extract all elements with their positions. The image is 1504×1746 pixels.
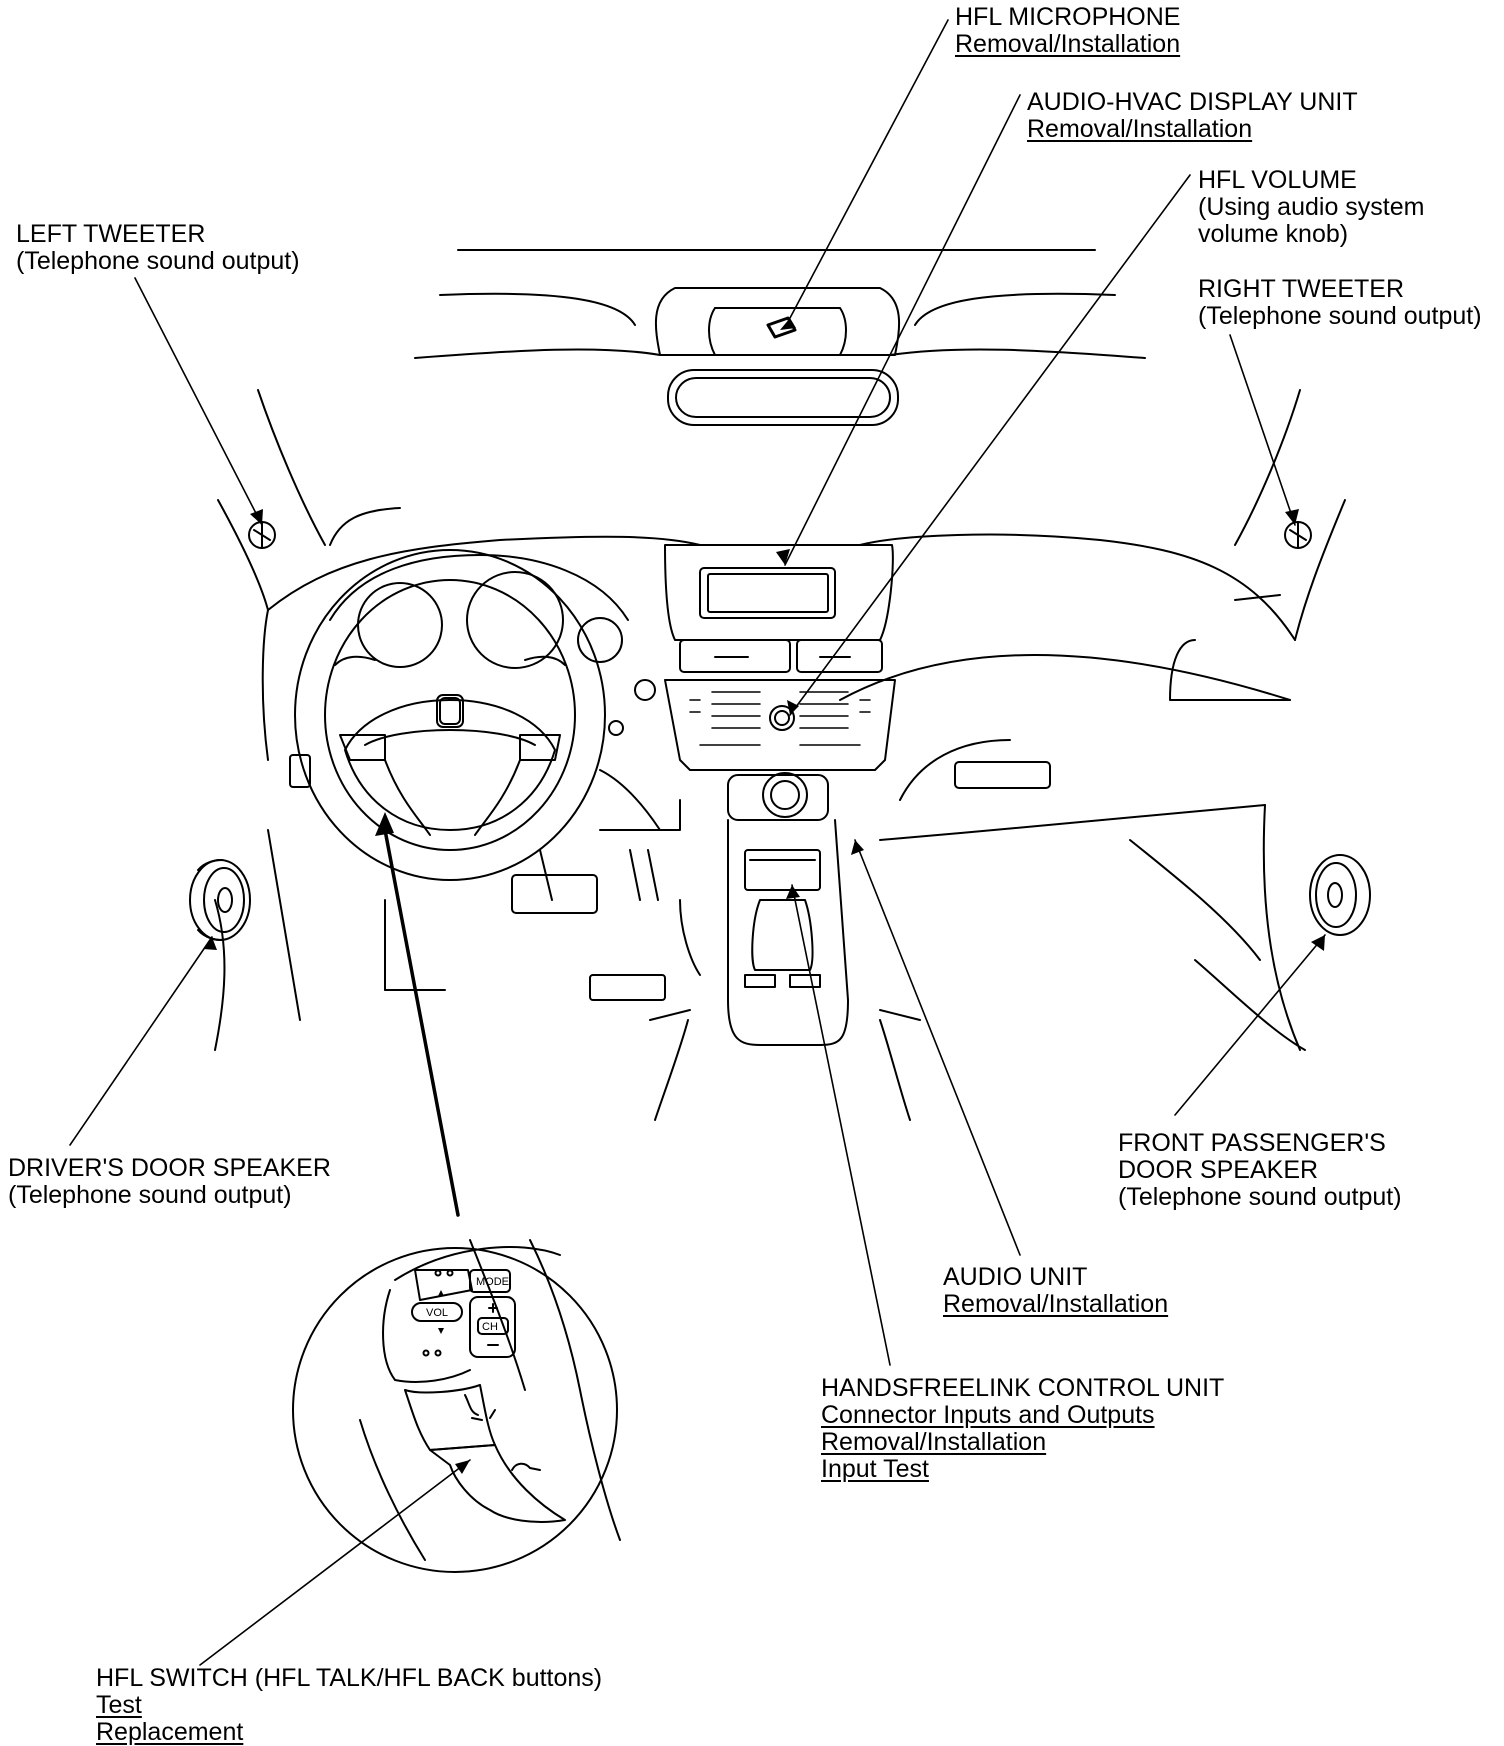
callout-handsfreelink-control-unit: HANDSFREELINK CONTROL UNIT Connector Inp… <box>821 1375 1224 1483</box>
audio-unit-name: AUDIO UNIT <box>943 1263 1088 1291</box>
hfl-microphone-removal-link[interactable]: Removal/Installation <box>955 30 1181 58</box>
handsfreelink-removal-link[interactable]: Removal/Installation <box>821 1428 1047 1456</box>
driver-dash <box>214 609 701 1051</box>
leader-audio-hvac <box>784 94 1021 566</box>
hfl-switch-name: HFL SWITCH (HFL TALK/HFL BACK buttons) <box>96 1664 603 1692</box>
handsfreelink-connector-link[interactable]: Connector Inputs and Outputs <box>821 1401 1155 1429</box>
mode-button-label: MODE <box>476 1276 509 1288</box>
leader-audio-unit <box>854 839 1021 1256</box>
leader-driver-door <box>69 936 213 1146</box>
leader-left-tweeter <box>134 277 263 526</box>
dashboard-top <box>267 507 1296 701</box>
leader-detail <box>383 828 460 1217</box>
front-passenger-door-speaker-note: (Telephone sound output) <box>1118 1183 1402 1211</box>
audio-unit-removal-link[interactable]: Removal/Installation <box>943 1290 1169 1318</box>
front-passenger-door-speaker-name-1: FRONT PASSENGER'S <box>1118 1129 1386 1157</box>
arrowheads <box>203 318 1325 1474</box>
callout-right-tweeter: RIGHT TWEETER (Telephone sound output) <box>1198 276 1482 330</box>
leader-hfl-microphone <box>789 19 949 319</box>
callout-front-passenger-door-speaker: FRONT PASSENGER'S DOOR SPEAKER (Telephon… <box>1118 1130 1402 1211</box>
hfl-volume-note-2: volume knob) <box>1198 220 1349 248</box>
drivers-door-speaker-name: DRIVER'S DOOR SPEAKER <box>8 1154 331 1182</box>
callout-left-tweeter: LEFT TWEETER (Telephone sound output) <box>16 221 300 275</box>
hfl-switch-test-link[interactable]: Test <box>96 1691 142 1719</box>
leader-right-tweeter <box>1229 334 1296 526</box>
leader-hfl-switch <box>199 1459 471 1666</box>
callout-hfl-switch: HFL SWITCH (HFL TALK/HFL BACK buttons) T… <box>96 1665 602 1746</box>
hfl-microphone-shape <box>766 316 797 339</box>
callout-audio-hvac-display: AUDIO-HVAC DISPLAY UNIT Removal/Installa… <box>1027 89 1358 143</box>
left-tweeter-name: LEFT TWEETER <box>16 220 206 248</box>
a-pillars <box>217 389 1346 641</box>
leader-passenger-door <box>1174 934 1326 1116</box>
center-console <box>649 819 921 1121</box>
leader-hfl-volume <box>789 174 1191 716</box>
rearview-mirror <box>654 287 901 426</box>
right-tweeter-name: RIGHT TWEETER <box>1198 275 1405 303</box>
handsfreelink-control-unit-name: HANDSFREELINK CONTROL UNIT <box>821 1374 1225 1402</box>
callout-hfl-volume: HFL VOLUME (Using audio system volume kn… <box>1198 167 1424 248</box>
ch-button-label: CH <box>482 1321 498 1333</box>
left-tweeter-shape <box>248 521 276 549</box>
audio-hvac-display-name: AUDIO-HVAC DISPLAY UNIT <box>1027 88 1358 116</box>
callout-audio-unit: AUDIO UNIT Removal/Installation <box>943 1264 1168 1318</box>
passenger-door-speaker-shape <box>1309 854 1371 936</box>
vol-button-label: VOL <box>426 1307 448 1319</box>
steering-wheel <box>294 549 606 881</box>
leader-lines <box>69 19 1326 1666</box>
right-tweeter-note: (Telephone sound output) <box>1198 302 1482 330</box>
hfl-switch-detail: MODE VOL CH <box>292 1239 621 1573</box>
leader-handsfree <box>791 884 891 1366</box>
hfl-switch-replacement-link[interactable]: Replacement <box>96 1718 244 1746</box>
driver-door-speaker-shape <box>189 859 251 941</box>
passenger-dash <box>839 654 1306 1051</box>
roof-lines <box>414 249 1146 359</box>
left-tweeter-note: (Telephone sound output) <box>16 247 300 275</box>
right-tweeter-shape <box>1284 521 1312 549</box>
front-passenger-door-speaker-name-2: DOOR SPEAKER <box>1118 1156 1319 1184</box>
audio-hvac-display-removal-link[interactable]: Removal/Installation <box>1027 115 1253 143</box>
callout-drivers-door-speaker: DRIVER'S DOOR SPEAKER (Telephone sound o… <box>8 1155 331 1209</box>
hfl-microphone-name: HFL MICROPHONE <box>955 3 1181 31</box>
center-stack <box>664 544 896 821</box>
hfl-volume-name: HFL VOLUME <box>1198 166 1357 194</box>
callout-hfl-microphone: HFL MICROPHONE Removal/Installation <box>955 4 1180 58</box>
hfl-volume-note-1: (Using audio system <box>1198 193 1425 221</box>
instrument-cluster <box>329 554 656 736</box>
drivers-door-speaker-note: (Telephone sound output) <box>8 1181 292 1209</box>
handsfreelink-input-test-link[interactable]: Input Test <box>821 1455 929 1483</box>
